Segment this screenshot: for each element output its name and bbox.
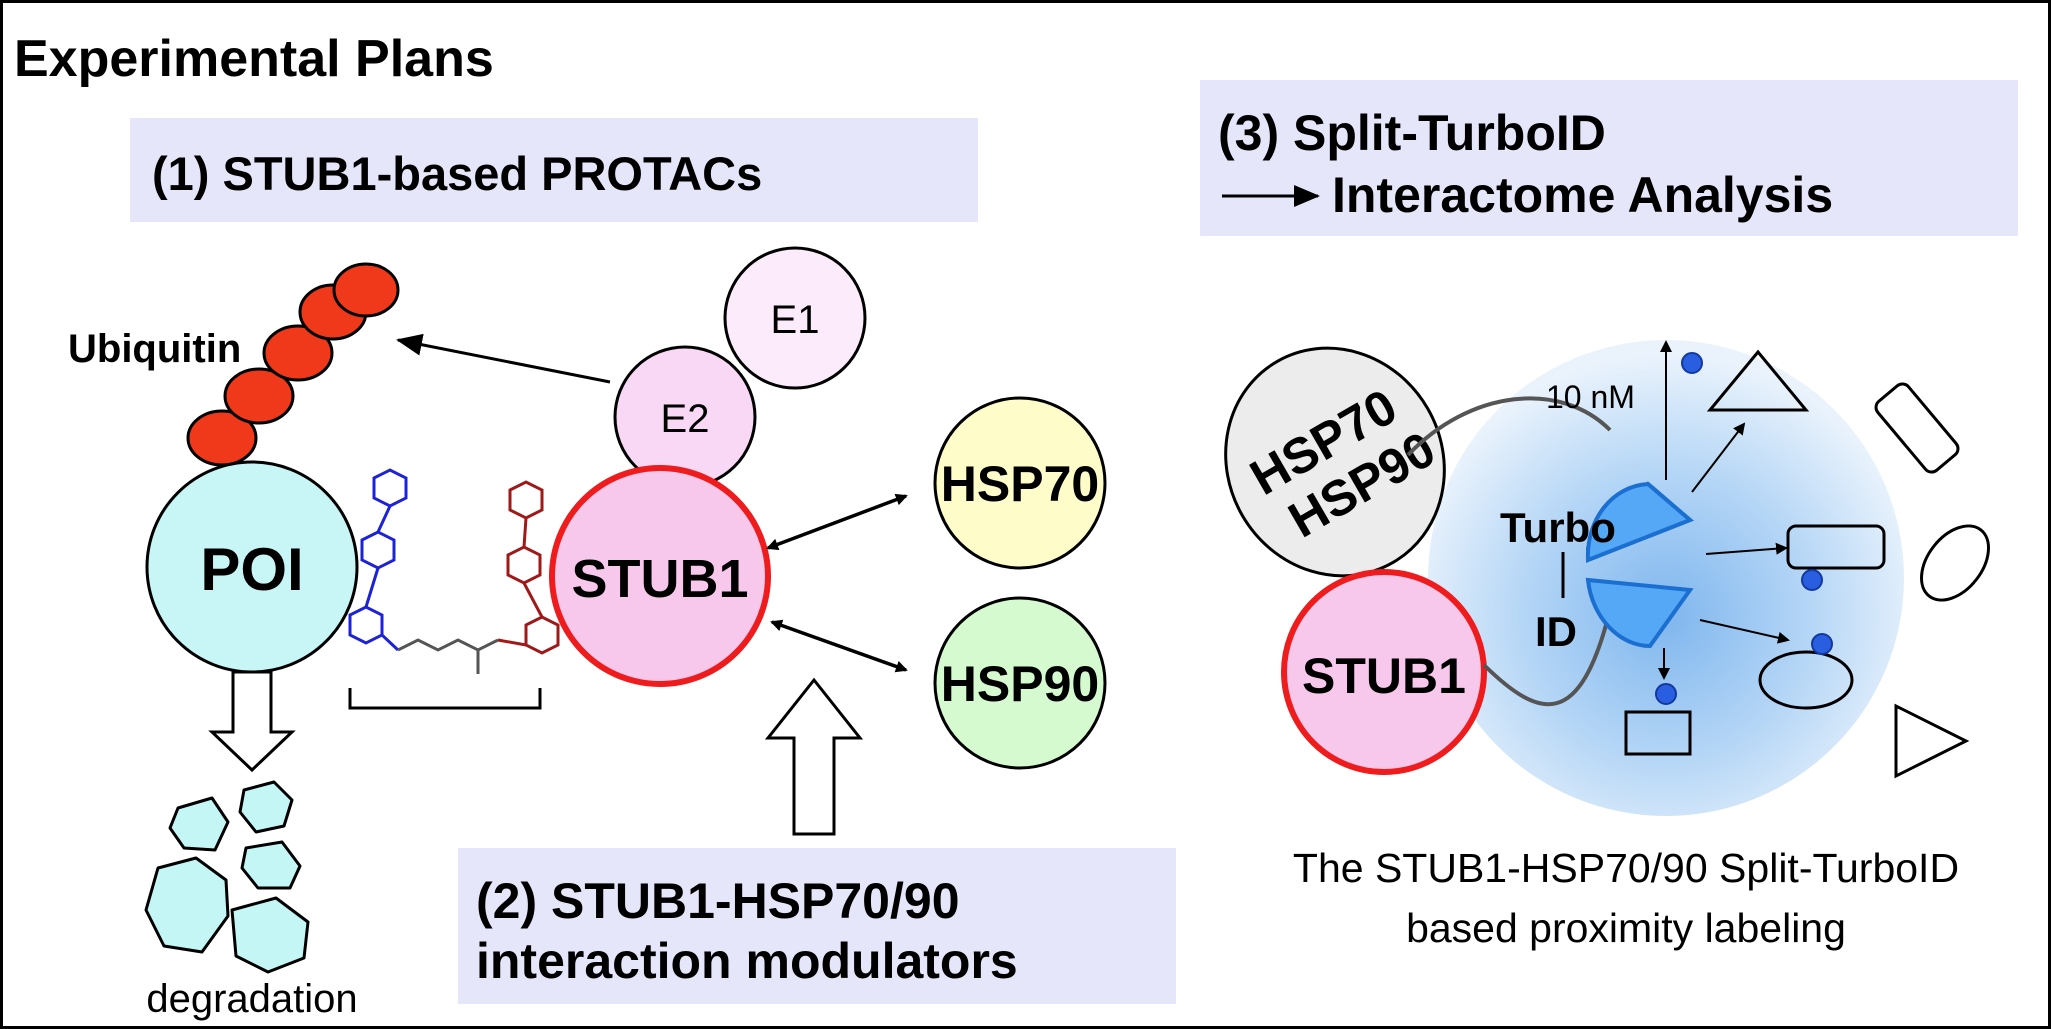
e2-label: E2 <box>661 397 710 441</box>
stub1-label: STUB1 <box>571 549 748 609</box>
degradation-fragment <box>168 796 230 852</box>
labeling-arrow <box>1691 422 1746 493</box>
degradation-fragments <box>144 780 310 974</box>
degradation-fragment <box>144 856 230 954</box>
stub1-tether <box>1482 609 1612 707</box>
panel2-heading-line2: interaction modulators <box>476 933 1018 989</box>
distal-rectangle <box>1874 382 1960 474</box>
protac-ligand-structure <box>497 480 560 655</box>
biotin-dot <box>1801 569 1823 591</box>
biotin-dot <box>1681 352 1703 374</box>
stub1-hsp90-interaction-arrow <box>770 619 908 673</box>
e1-label: E1 <box>771 298 820 342</box>
ubiquitin-bead <box>262 324 334 382</box>
panel3-caption-line2: based proximity labeling <box>1406 905 1846 951</box>
ubiquitin-label: Ubiquitin <box>68 327 241 371</box>
substrate-rectangle <box>1786 524 1886 570</box>
turboid-upper-half-body <box>1585 481 1694 563</box>
hsp90-label: HSP90 <box>941 656 1099 712</box>
substrate-triangle <box>1706 349 1810 412</box>
distal-triangle <box>1894 703 1970 779</box>
ubiquitin-chain <box>186 262 400 467</box>
turbo-label: Turbo <box>1500 504 1616 551</box>
substrate-proteins <box>1624 349 1990 779</box>
chaperone-complex <box>1224 346 1446 578</box>
ubiquitin-bead <box>223 367 295 425</box>
panel3-heading-box <box>1200 80 2018 236</box>
degradation-arrow <box>208 670 296 773</box>
labeling-arrows <box>1658 340 1790 680</box>
panel2-heading-line1: (2) STUB1-HSP70/90 <box>476 873 960 929</box>
panel3-heading-line1: (3) Split-TurboID <box>1218 105 1606 161</box>
stub1-circle <box>549 465 771 687</box>
stub1-hsp70-interaction-arrow <box>766 493 908 551</box>
stub1-split-circle <box>1281 569 1487 775</box>
panel1-heading-box <box>130 118 978 222</box>
protac-linker <box>397 638 499 674</box>
panel3-caption-line1: The STUB1-HSP70/90 Split-TurboID <box>1293 845 1959 891</box>
ubiquitin-bead <box>332 262 400 318</box>
stub1-split-label: STUB1 <box>1302 648 1466 704</box>
distal-ellipse <box>1920 524 1990 602</box>
biotin-labels <box>1655 352 1833 705</box>
panel1-heading: (1) STUB1-based PROTACs <box>152 147 762 200</box>
degradation-fragment <box>230 896 310 974</box>
poi-label: POI <box>200 536 303 603</box>
labeling-radius-label: 10 nM <box>1546 379 1635 415</box>
hsp70-circle <box>933 396 1107 570</box>
substrate-ellipse <box>1758 650 1854 710</box>
labeling-arrow <box>1699 619 1790 644</box>
degradation-fragment <box>240 840 302 890</box>
panel3-heading-line2: Interactome Analysis <box>1332 167 1833 223</box>
turboid-lower-half-body <box>1585 577 1694 649</box>
panel2-heading-box <box>458 848 1176 1004</box>
substrate-box <box>1624 710 1692 756</box>
protac-bracket <box>348 688 542 710</box>
figure-title: Experimental Plans <box>14 30 494 88</box>
labeling-arrow <box>1705 542 1788 555</box>
biotin-dot <box>1655 683 1677 705</box>
hsp70-label: HSP70 <box>941 456 1099 512</box>
e1-circle <box>723 246 867 390</box>
degradation-label: degradation <box>146 977 357 1021</box>
labeling-radius-cloud <box>1428 340 1904 816</box>
id-label: ID <box>1535 608 1577 655</box>
ubiquitin-transfer-arrow <box>396 333 611 384</box>
protac-warhead-structure <box>348 468 408 652</box>
hsp-tether <box>1406 396 1612 457</box>
biotin-dot <box>1811 633 1833 655</box>
degradation-fragment <box>238 780 294 834</box>
modulator-arrow <box>764 677 864 836</box>
hsp90-circle <box>933 596 1107 770</box>
